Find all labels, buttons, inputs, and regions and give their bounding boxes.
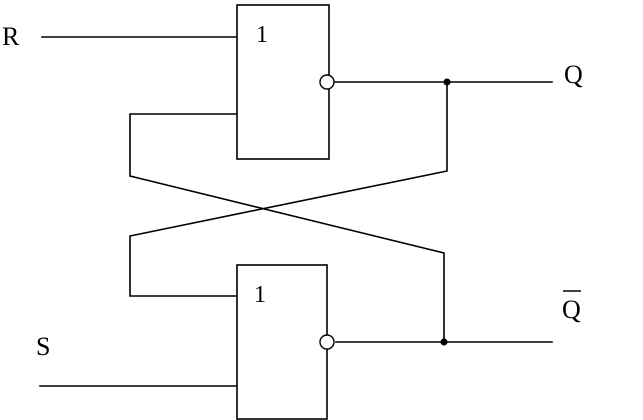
bottom-nor-gate <box>236 264 328 420</box>
wire-feedback-top-input <box>129 113 445 343</box>
input-label-r: R <box>2 22 20 51</box>
output-label-q-bar: Q <box>562 295 581 324</box>
bottom-inversion-bubble <box>319 334 335 350</box>
bottom-gate-symbol: 1 <box>254 282 266 308</box>
junction-q-bar <box>440 338 448 346</box>
input-label-s: S <box>36 332 50 361</box>
top-nor-gate <box>236 4 330 160</box>
output-label-q: Q <box>564 60 583 89</box>
top-inversion-bubble <box>319 74 335 90</box>
junction-q <box>443 78 451 86</box>
top-gate-symbol: 1 <box>256 22 268 48</box>
wire-feedback-bottom-input <box>129 81 448 297</box>
